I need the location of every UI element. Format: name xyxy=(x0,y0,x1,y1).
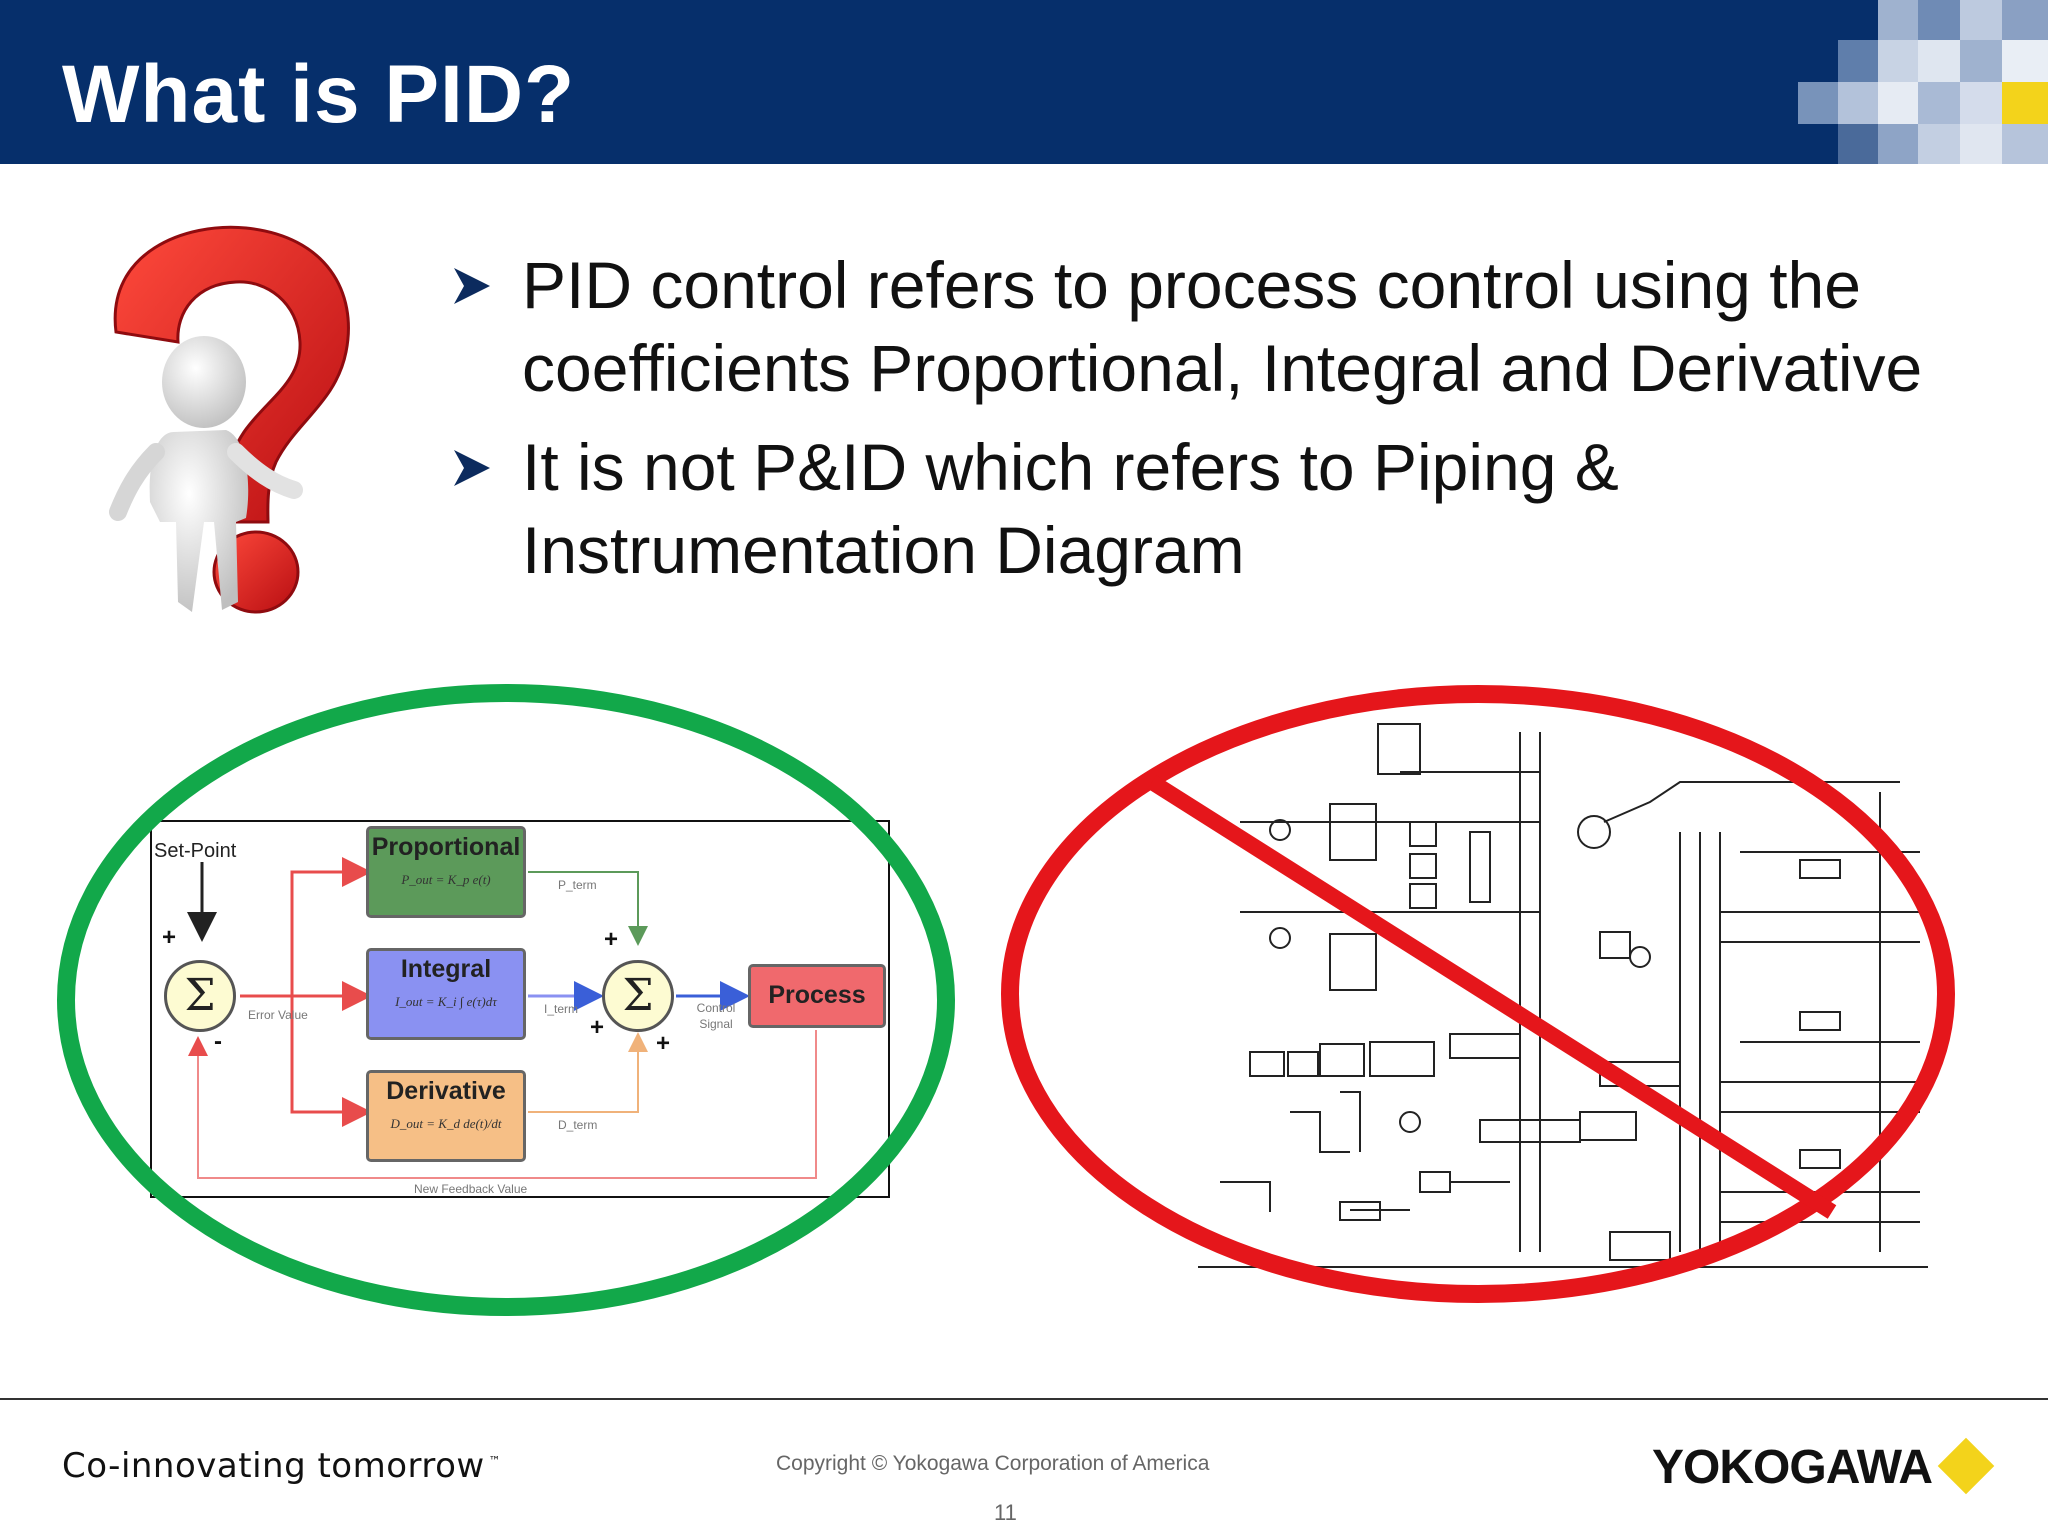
derivative-label: Derivative xyxy=(386,1077,506,1105)
summing-junction-output: Σ xyxy=(602,960,674,1032)
yokogawa-diamond-icon xyxy=(1937,1437,1995,1495)
bullet-text: It is not P&ID which refers to Piping & … xyxy=(522,430,1619,587)
slide-title: What is PID? xyxy=(62,49,576,140)
integral-block: Integral I_out = K_i ∫ e(τ)dτ xyxy=(366,948,526,1040)
arrow-bullet-icon xyxy=(454,268,490,304)
tagline-text: Co-innovating tomorrow xyxy=(62,1446,485,1486)
question-mark-person-illustration xyxy=(109,225,350,614)
integral-formula: I_out = K_i ∫ e(τ)dτ xyxy=(395,994,497,1009)
proportional-formula: P_out = K_p e(t) xyxy=(401,872,491,887)
header-mosaic-decoration xyxy=(1798,0,2048,164)
proportional-label: Proportional xyxy=(371,833,521,861)
page-number: 11 xyxy=(994,1500,1017,1525)
piping-instrumentation-diagram-illustration xyxy=(1198,723,1928,1268)
derivative-formula: D_out = K_d de(t)/dt xyxy=(390,1116,502,1131)
plus-sign: + xyxy=(162,924,177,951)
error-value-label: Error Value xyxy=(248,1008,308,1022)
setpoint-label: Set-Point xyxy=(154,840,237,862)
minus-sign: - xyxy=(214,1028,222,1055)
i-term-label: I_term xyxy=(544,1002,579,1016)
copyright-text: Copyright © Yokogawa Corporation of Amer… xyxy=(776,1452,1210,1475)
summing-junction-error: Σ xyxy=(164,960,236,1032)
trademark-symbol: ™ xyxy=(488,1453,502,1468)
feedback-label: New Feedback Value xyxy=(414,1182,528,1196)
derivative-block: Derivative D_out = K_d de(t)/dt xyxy=(366,1070,526,1162)
process-block: Process xyxy=(748,964,886,1028)
plus-sign: + xyxy=(590,1014,605,1041)
header-bar xyxy=(0,0,2048,164)
arrow-bullet-icon xyxy=(454,450,490,486)
plus-sign: + xyxy=(604,926,619,953)
control-signal-label: Control Signal xyxy=(696,1001,736,1031)
bullet-item: PID control refers to process control us… xyxy=(448,244,2008,410)
integral-label: Integral xyxy=(400,955,492,983)
pid-block-diagram: Set-Point Σ Σ + - + + + Proportional P_o… xyxy=(150,820,890,1198)
p-term-label: P_term xyxy=(558,878,597,892)
bullet-text: PID control refers to process control us… xyxy=(522,248,1923,405)
yokogawa-logo-text: YOKOGAWA xyxy=(1652,1441,1933,1494)
bullet-list: PID control refers to process control us… xyxy=(448,244,2008,608)
bullet-item: It is not P&ID which refers to Piping & … xyxy=(448,426,2008,592)
d-term-label: D_term xyxy=(558,1118,598,1132)
proportional-block: Proportional P_out = K_p e(t) xyxy=(366,826,526,918)
footer-divider xyxy=(0,1398,2048,1400)
process-label: Process xyxy=(768,981,866,1009)
plus-sign: + xyxy=(656,1030,671,1057)
